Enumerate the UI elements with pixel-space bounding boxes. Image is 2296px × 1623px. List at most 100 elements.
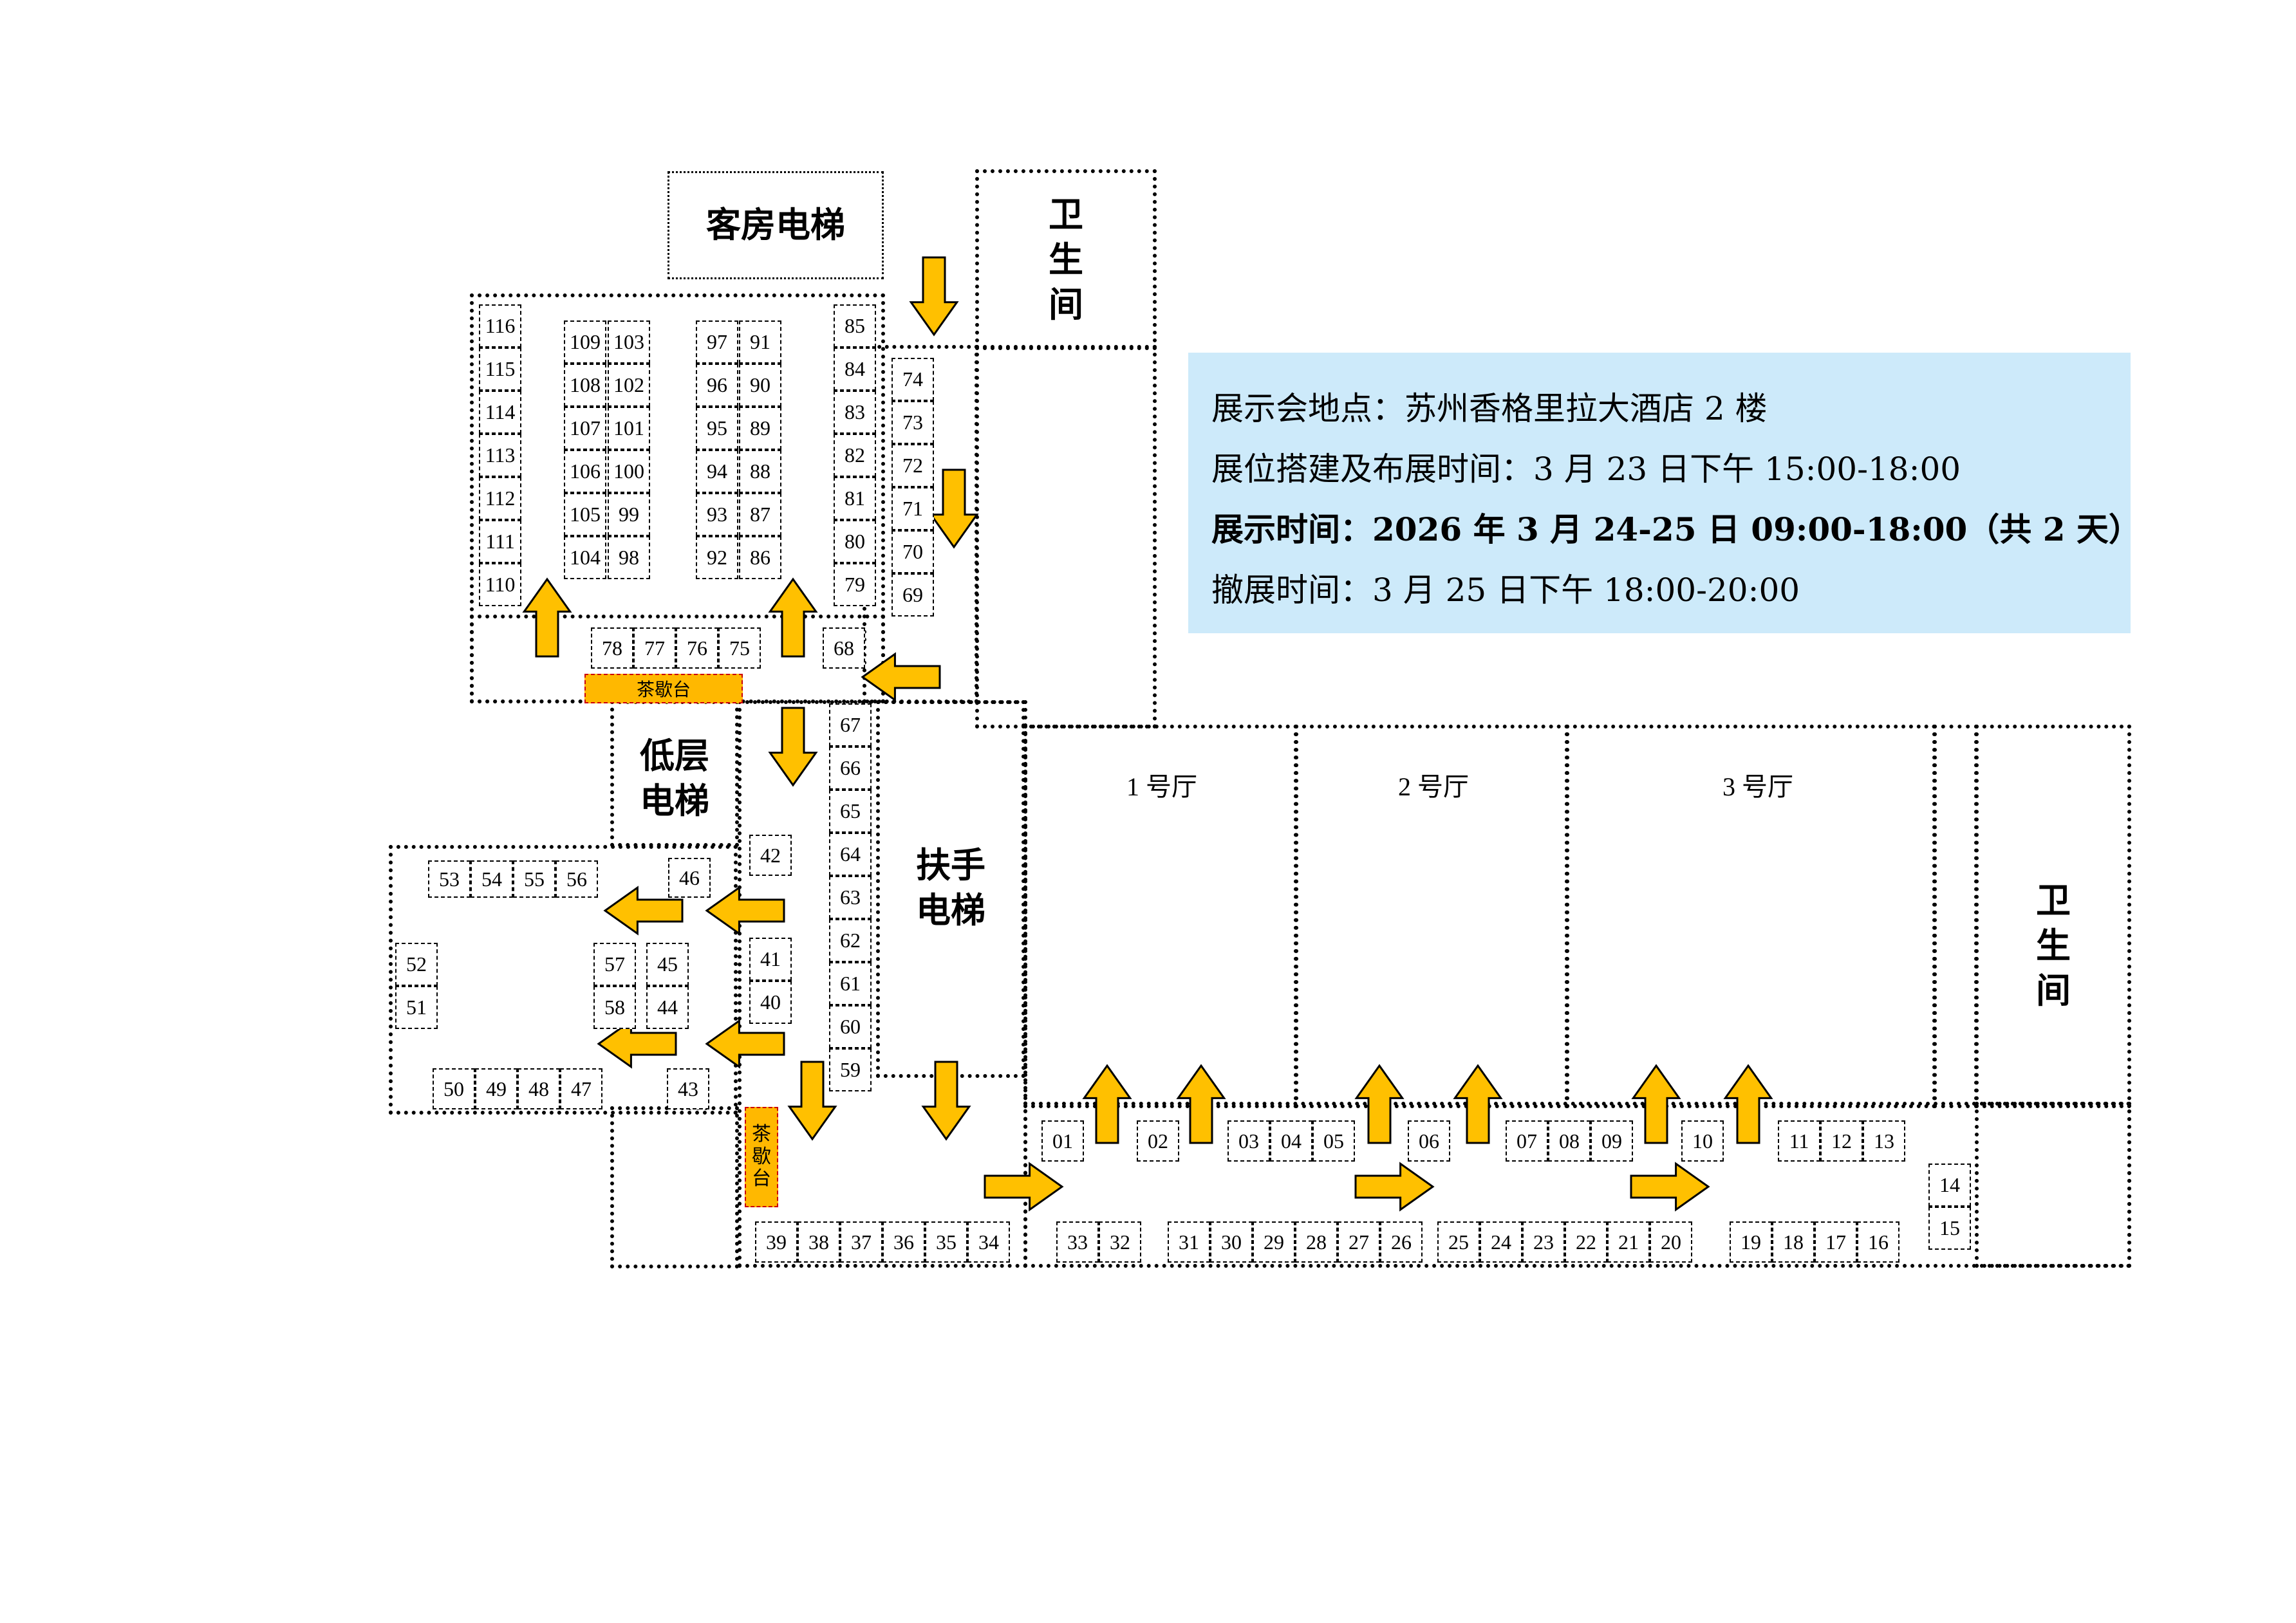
booth-07[interactable]: 07 (1506, 1120, 1548, 1162)
booth-34[interactable]: 34 (967, 1221, 1010, 1263)
booth-113[interactable]: 113 (479, 434, 521, 477)
booth-84[interactable]: 84 (834, 348, 876, 391)
booth-97[interactable]: 97 (696, 320, 738, 364)
booth-48[interactable]: 48 (518, 1068, 560, 1109)
booth-62[interactable]: 62 (829, 919, 872, 962)
booth-95[interactable]: 95 (696, 407, 738, 450)
booth-49[interactable]: 49 (475, 1068, 518, 1109)
booth-77[interactable]: 77 (633, 627, 676, 669)
booth-43[interactable]: 43 (667, 1068, 709, 1109)
booth-102[interactable]: 102 (608, 364, 650, 407)
booth-71[interactable]: 71 (891, 487, 934, 530)
booth-90[interactable]: 90 (739, 364, 781, 407)
booth-33[interactable]: 33 (1056, 1221, 1099, 1263)
booth-40[interactable]: 40 (749, 981, 792, 1024)
booth-89[interactable]: 89 (739, 407, 781, 450)
booth-63[interactable]: 63 (829, 876, 872, 919)
booth-96[interactable]: 96 (696, 364, 738, 407)
booth-112[interactable]: 112 (479, 477, 521, 520)
booth-61[interactable]: 61 (829, 962, 872, 1005)
booth-65[interactable]: 65 (829, 790, 872, 833)
booth-53[interactable]: 53 (428, 860, 471, 898)
booth-46[interactable]: 46 (668, 858, 711, 898)
booth-20[interactable]: 20 (1650, 1221, 1692, 1263)
booth-26[interactable]: 26 (1380, 1221, 1423, 1263)
booth-80[interactable]: 80 (834, 520, 876, 563)
booth-82[interactable]: 82 (834, 434, 876, 477)
booth-38[interactable]: 38 (798, 1221, 840, 1263)
booth-04[interactable]: 04 (1270, 1120, 1312, 1162)
booth-101[interactable]: 101 (608, 407, 650, 450)
booth-107[interactable]: 107 (564, 407, 606, 450)
booth-29[interactable]: 29 (1253, 1221, 1295, 1263)
booth-41[interactable]: 41 (749, 938, 792, 981)
booth-28[interactable]: 28 (1295, 1221, 1338, 1263)
booth-73[interactable]: 73 (891, 401, 934, 444)
booth-100[interactable]: 100 (608, 450, 650, 493)
booth-51[interactable]: 51 (395, 986, 438, 1029)
booth-17[interactable]: 17 (1815, 1221, 1857, 1263)
booth-42[interactable]: 42 (749, 835, 792, 876)
booth-11[interactable]: 11 (1778, 1120, 1820, 1162)
booth-92[interactable]: 92 (696, 536, 738, 579)
booth-79[interactable]: 79 (834, 563, 876, 606)
booth-16[interactable]: 16 (1857, 1221, 1899, 1263)
booth-66[interactable]: 66 (829, 747, 872, 790)
booth-94[interactable]: 94 (696, 450, 738, 493)
booth-31[interactable]: 31 (1168, 1221, 1210, 1263)
booth-10[interactable]: 10 (1681, 1120, 1724, 1162)
booth-109[interactable]: 109 (564, 320, 606, 364)
booth-44[interactable]: 44 (646, 986, 689, 1029)
booth-47[interactable]: 47 (560, 1068, 602, 1109)
booth-21[interactable]: 21 (1607, 1221, 1650, 1263)
booth-57[interactable]: 57 (593, 943, 636, 986)
booth-83[interactable]: 83 (834, 391, 876, 434)
booth-23[interactable]: 23 (1522, 1221, 1565, 1263)
booth-85[interactable]: 85 (834, 304, 876, 348)
booth-52[interactable]: 52 (395, 943, 438, 986)
booth-110[interactable]: 110 (479, 563, 521, 606)
booth-32[interactable]: 32 (1099, 1221, 1141, 1263)
booth-106[interactable]: 106 (564, 450, 606, 493)
booth-14[interactable]: 14 (1928, 1164, 1971, 1207)
booth-103[interactable]: 103 (608, 320, 650, 364)
booth-18[interactable]: 18 (1772, 1221, 1815, 1263)
booth-87[interactable]: 87 (739, 493, 781, 536)
booth-78[interactable]: 78 (591, 627, 633, 669)
booth-114[interactable]: 114 (479, 391, 521, 434)
booth-67[interactable]: 67 (829, 703, 872, 747)
booth-39[interactable]: 39 (755, 1221, 798, 1263)
booth-104[interactable]: 104 (564, 536, 606, 579)
booth-36[interactable]: 36 (882, 1221, 925, 1263)
booth-58[interactable]: 58 (593, 986, 636, 1029)
booth-98[interactable]: 98 (608, 536, 650, 579)
booth-15[interactable]: 15 (1928, 1207, 1971, 1250)
booth-60[interactable]: 60 (829, 1005, 872, 1048)
booth-13[interactable]: 13 (1863, 1120, 1905, 1162)
booth-02[interactable]: 02 (1137, 1120, 1179, 1162)
booth-91[interactable]: 91 (739, 320, 781, 364)
booth-30[interactable]: 30 (1210, 1221, 1253, 1263)
booth-55[interactable]: 55 (513, 860, 555, 898)
booth-45[interactable]: 45 (646, 943, 689, 986)
booth-50[interactable]: 50 (433, 1068, 475, 1109)
booth-35[interactable]: 35 (925, 1221, 967, 1263)
booth-88[interactable]: 88 (739, 450, 781, 493)
booth-12[interactable]: 12 (1820, 1120, 1863, 1162)
booth-59[interactable]: 59 (829, 1048, 872, 1091)
booth-115[interactable]: 115 (479, 348, 521, 391)
booth-76[interactable]: 76 (676, 627, 718, 669)
booth-24[interactable]: 24 (1480, 1221, 1522, 1263)
booth-56[interactable]: 56 (555, 860, 598, 898)
booth-74[interactable]: 74 (891, 358, 934, 401)
booth-111[interactable]: 111 (479, 520, 521, 563)
booth-25[interactable]: 25 (1437, 1221, 1480, 1263)
booth-09[interactable]: 09 (1591, 1120, 1633, 1162)
booth-54[interactable]: 54 (471, 860, 513, 898)
booth-105[interactable]: 105 (564, 493, 606, 536)
booth-116[interactable]: 116 (479, 304, 521, 348)
booth-05[interactable]: 05 (1312, 1120, 1355, 1162)
booth-72[interactable]: 72 (891, 444, 934, 487)
booth-99[interactable]: 99 (608, 493, 650, 536)
booth-75[interactable]: 75 (718, 627, 761, 669)
